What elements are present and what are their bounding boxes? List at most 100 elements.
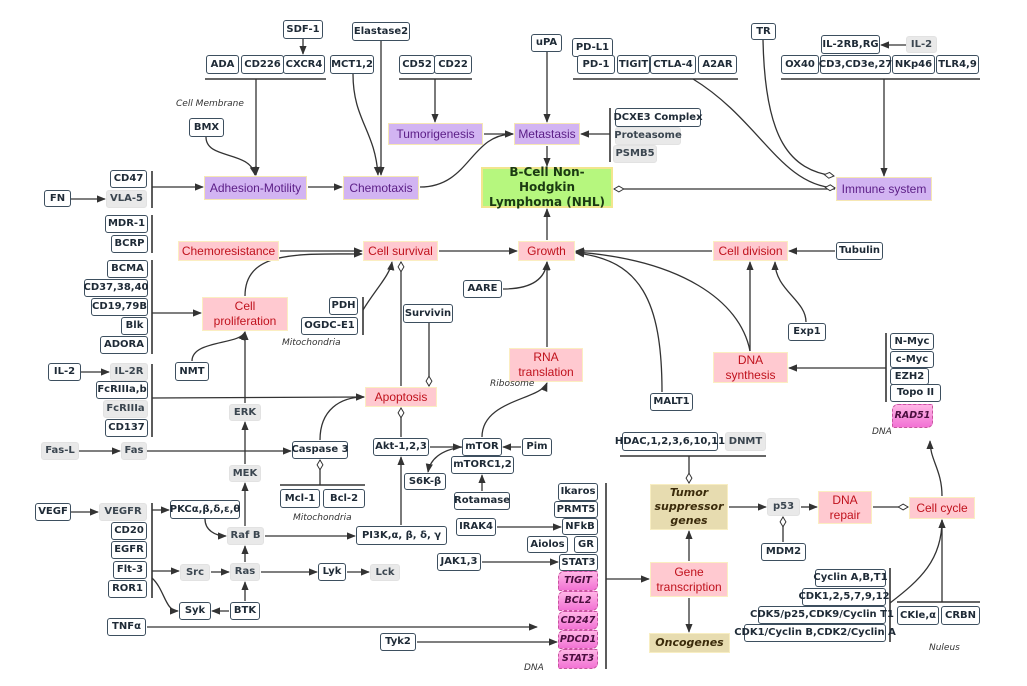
node-sdf1[interactable]: SDF-1 (283, 20, 323, 39)
node-topo2[interactable]: Topo II (890, 384, 941, 402)
node-ada[interactable]: ADA (206, 55, 239, 74)
node-cdk5p25[interactable]: CDK5/p25,CDK9/Cyclin T1 (750, 606, 894, 624)
node-cd22[interactable]: CD22 (434, 55, 472, 74)
node-jak13[interactable]: JAK1,3 (437, 553, 481, 571)
node-gr[interactable]: GR (574, 536, 598, 553)
node-tumor-suppressor-genes[interactable]: Tumor suppressor genes (650, 484, 728, 530)
node-chemoresistance[interactable]: Chemoresistance (178, 241, 279, 261)
node-src[interactable]: Src (180, 564, 210, 581)
node-tyk2[interactable]: Tyk2 (380, 633, 416, 651)
node-cell-proliferation[interactable]: Cell proliferation (202, 297, 288, 331)
node-tumorigenesis[interactable]: Tumorigenesis (388, 123, 483, 145)
node-cd137[interactable]: CD137 (105, 419, 148, 437)
node-fcr3a[interactable]: FcRIIIa (103, 400, 148, 418)
node-syk[interactable]: Syk (179, 602, 211, 620)
node-cd226[interactable]: CD226 (241, 55, 284, 74)
node-tlr49[interactable]: TLR4,9 (936, 55, 979, 74)
node-vla5[interactable]: VLA-5 (106, 190, 147, 208)
node-rna-translation[interactable]: RNA translation (509, 348, 583, 382)
node-aiolos[interactable]: Aiolos (527, 536, 568, 553)
node-rotamase[interactable]: Rotamase (454, 492, 510, 510)
node-pim[interactable]: Pim (522, 438, 552, 456)
node-ezh2[interactable]: EZH2 (890, 368, 929, 385)
node-ctla4[interactable]: CTLA-4 (650, 55, 696, 74)
node-cyclin-abt1[interactable]: Cyclin A,B,T1 (813, 569, 888, 587)
node-dcxe3[interactable]: DCXE3 Complex (613, 108, 703, 127)
node-fasl[interactable]: Fas-L (41, 442, 79, 460)
node-nhl-disease[interactable]: B-Cell Non-Hodgkin Lymphoma (NHL) (481, 165, 613, 209)
node-vegf[interactable]: VEGF (35, 503, 71, 521)
node-ikaros[interactable]: Ikaros (558, 483, 598, 501)
node-p53[interactable]: p53 (767, 498, 800, 516)
node-tr[interactable]: TR (751, 23, 776, 40)
node-ras[interactable]: Ras (230, 563, 260, 581)
node-exp1[interactable]: Exp1 (788, 323, 826, 341)
node-il2-left[interactable]: IL-2 (48, 363, 81, 381)
node-dna-tigit[interactable]: TIGIT (558, 571, 598, 591)
node-egfr[interactable]: EGFR (111, 541, 147, 559)
node-aare[interactable]: AARE (463, 280, 502, 298)
node-cd3[interactable]: CD3,CD3e,27 (819, 55, 892, 74)
node-dna-bcl2[interactable]: BCL2 (558, 591, 598, 611)
node-s6k[interactable]: S6K-β (404, 473, 446, 490)
node-nmt[interactable]: NMT (175, 362, 209, 381)
node-erk[interactable]: ERK (229, 404, 261, 421)
node-proteasome[interactable]: Proteasome (614, 127, 682, 145)
node-bmx[interactable]: BMX (189, 118, 224, 137)
node-chemotaxis[interactable]: Chemotaxis (343, 176, 419, 200)
node-cell-cycle[interactable]: Cell cycle (909, 497, 975, 519)
node-cdk12579[interactable]: CDK1,2,5,7,9,12 (798, 588, 890, 606)
node-il2rbrg[interactable]: IL-2RB,RG (821, 35, 880, 54)
node-cd20[interactable]: CD20 (111, 522, 147, 540)
node-apoptosis[interactable]: Apoptosis (365, 387, 437, 407)
node-mdm2[interactable]: MDM2 (761, 543, 806, 561)
node-growth[interactable]: Growth (518, 241, 575, 261)
node-pi3k[interactable]: PI3K,α, β, δ, γ (356, 526, 447, 545)
node-bcl2-mito[interactable]: Bcl-2 (323, 489, 365, 508)
node-pkc[interactable]: PKCα,β,δ,ε,θ (170, 500, 240, 519)
node-tigit-top[interactable]: TIGIT (617, 55, 650, 74)
node-ror1[interactable]: ROR1 (108, 580, 147, 598)
node-fcr3ab[interactable]: FcRIIIa,b (96, 381, 148, 399)
node-cd3738[interactable]: CD37,38,40 (84, 279, 149, 297)
node-nmyc[interactable]: N-Myc (890, 333, 934, 350)
node-malt1[interactable]: MALT1 (650, 393, 693, 411)
node-blk[interactable]: Blk (121, 317, 148, 335)
node-rad51[interactable]: RAD51 (892, 404, 933, 428)
node-cxcr4[interactable]: CXCR4 (283, 55, 325, 74)
node-tubulin[interactable]: Tubulin (836, 242, 883, 260)
node-bcma[interactable]: BCMA (107, 260, 148, 278)
node-metastasis[interactable]: Metastasis (514, 123, 580, 145)
node-akt[interactable]: Akt-1,2,3 (373, 438, 429, 456)
node-mcl1[interactable]: Mcl-1 (280, 489, 320, 508)
node-mct12[interactable]: MCT1,2 (330, 55, 374, 74)
node-mtorc[interactable]: mTORC1,2 (451, 456, 514, 474)
node-dnmt[interactable]: DNMT (725, 432, 766, 451)
node-oncogenes[interactable]: Oncogenes (649, 633, 730, 653)
node-adhesion-motility[interactable]: Adhesion-Motility (204, 176, 307, 200)
node-cd52[interactable]: CD52 (399, 55, 435, 74)
node-mtor[interactable]: mTOR (462, 438, 502, 456)
node-cd47[interactable]: CD47 (110, 170, 147, 188)
node-adora[interactable]: ADORA (100, 336, 148, 354)
node-dna-cd247[interactable]: CD247 (558, 611, 598, 630)
node-il2-top[interactable]: IL-2 (906, 36, 937, 53)
node-cd1979[interactable]: CD19,79B (91, 298, 148, 316)
node-lyk[interactable]: Lyk (318, 563, 346, 581)
node-nkp46[interactable]: NKp46 (892, 55, 935, 74)
node-a2ar[interactable]: A2AR (698, 55, 737, 74)
node-pdh[interactable]: PDH (329, 297, 358, 315)
node-mek[interactable]: MEK (229, 465, 261, 482)
node-tnfa[interactable]: TNFα (107, 618, 146, 636)
node-mdr1[interactable]: MDR-1 (105, 215, 148, 233)
node-cdk1cycb[interactable]: CDK1/Cyclin B,CDK2/Cyclin A (734, 624, 896, 642)
node-lck[interactable]: Lck (370, 564, 400, 581)
node-cmyc[interactable]: c-Myc (890, 351, 934, 368)
node-upa[interactable]: uPA (531, 34, 562, 52)
node-ox40[interactable]: OX40 (781, 55, 819, 74)
node-cell-survival[interactable]: Cell survival (363, 241, 438, 261)
node-pd1[interactable]: PD-1 (577, 55, 615, 74)
node-flt3[interactable]: Flt-3 (113, 561, 147, 579)
node-fn[interactable]: FN (44, 190, 71, 207)
node-survivin[interactable]: Survivin (403, 304, 453, 323)
